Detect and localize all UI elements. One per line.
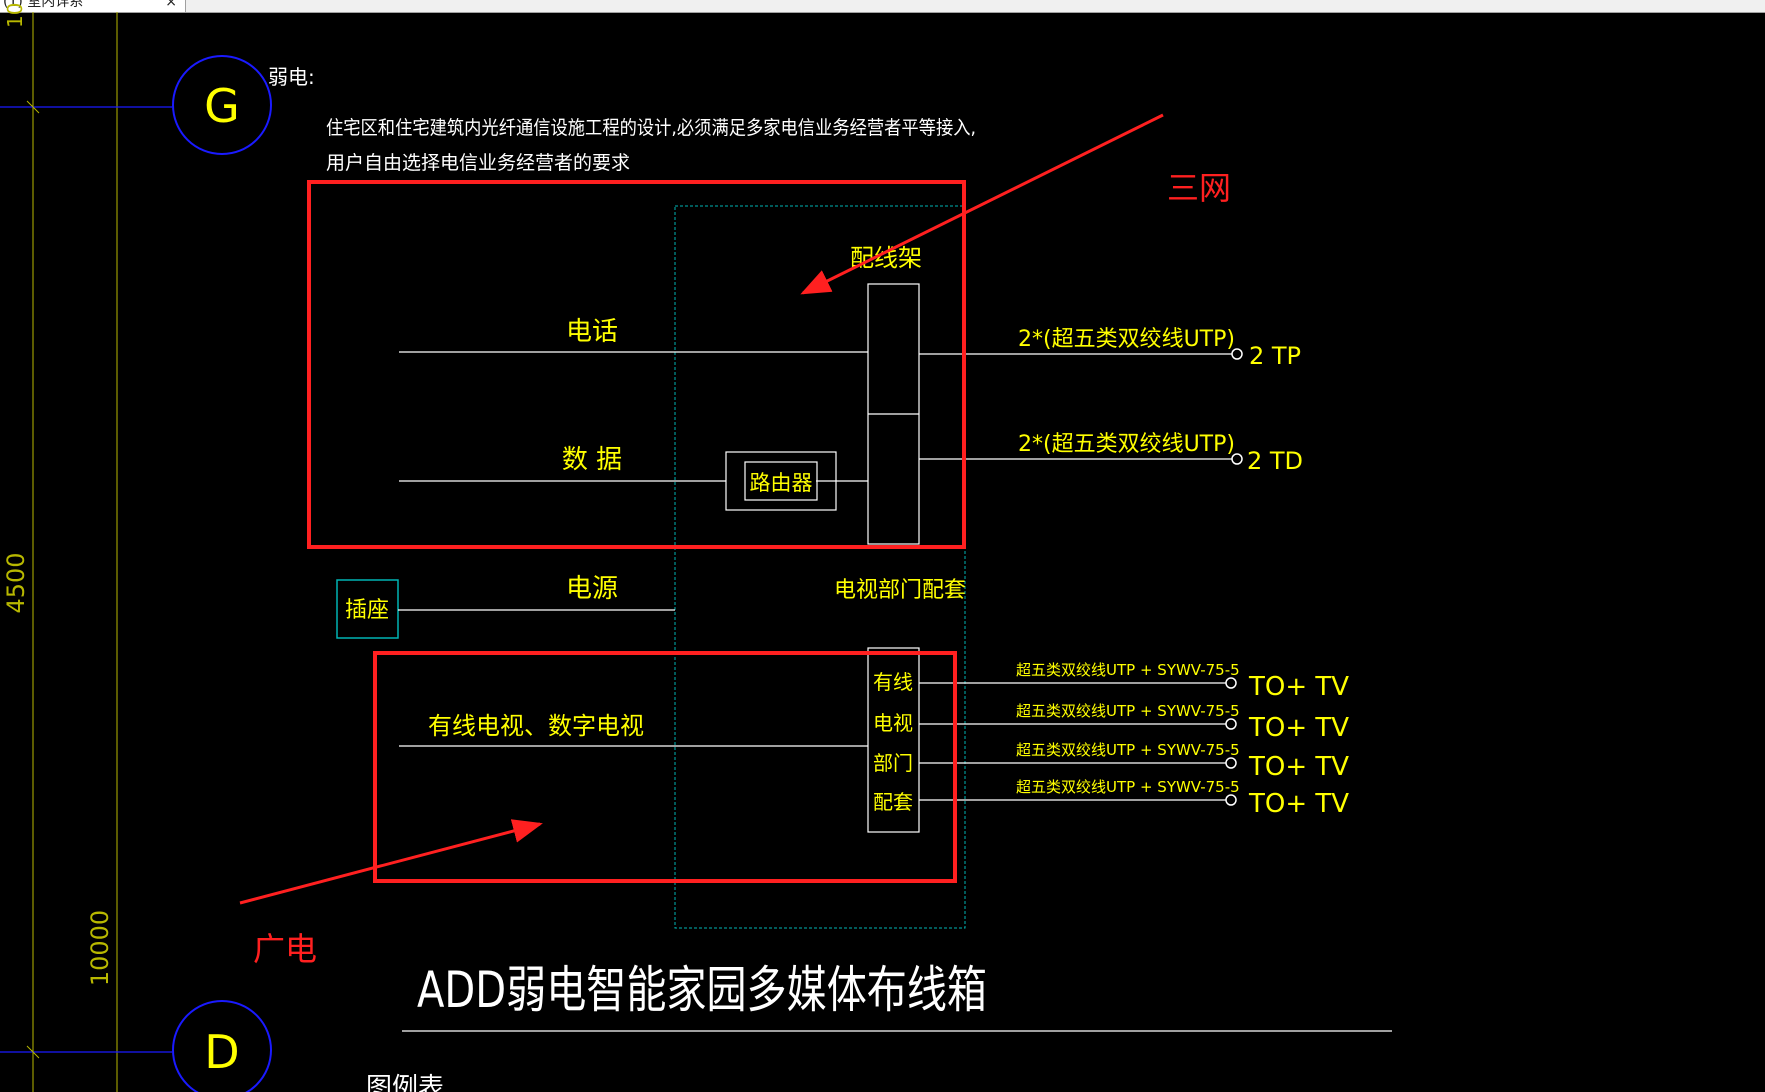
catv-box[interactable]	[867, 647, 920, 833]
catv-label: 有线电视、数字电视	[428, 712, 644, 740]
grid-bubble-g-label: G	[204, 79, 240, 133]
outlet-tp-symbol[interactable]	[1231, 348, 1243, 360]
outlet-tp-label: 2 TP	[1249, 342, 1301, 370]
three-networks-label: 三网	[1167, 169, 1231, 207]
data-label: 数 据	[562, 445, 622, 475]
three-networks-arrow	[800, 113, 1164, 295]
patch-panel-label: 配线架	[850, 244, 922, 272]
tv-output-3: 超五类双绞线UTP + SYWV-75-5 TO+ TV	[919, 741, 1349, 782]
legend-heading-partial: 图例表	[366, 1073, 444, 1092]
utp-cable-label-1: 2*(超五类双绞线UTP)	[1018, 327, 1235, 352]
catv-box-char-1: 有线	[873, 670, 913, 694]
tv-output-1: 超五类双绞线UTP + SYWV-75-5 TO+ TV	[919, 661, 1349, 702]
tv-outlet-label-2: TO+ TV	[1248, 713, 1349, 743]
broadcast-highlight	[373, 651, 957, 883]
phone-label: 电话	[566, 317, 618, 347]
tv-outlet-label-1: TO+ TV	[1248, 672, 1349, 702]
broadcast-arrow	[239, 819, 543, 905]
tv-output-2: 超五类双绞线UTP + SYWV-75-5 TO+ TV	[919, 702, 1349, 743]
outlet-td-label: 2 TD	[1247, 447, 1303, 475]
tv-outlet-symbol-1[interactable]	[1225, 677, 1237, 689]
tab-close-icon[interactable]: ×	[165, 0, 177, 10]
tab-strip: (1) 室内详系 ×	[0, 0, 1765, 13]
drawing-tab-label: (1) 室内详系	[3, 0, 84, 10]
tv-cable-label-4: 超五类双绞线UTP + SYWV-75-5	[1016, 778, 1240, 796]
grid-bubble-g[interactable]	[172, 55, 272, 155]
tv-cable-label-1: 超五类双绞线UTP + SYWV-75-5	[1016, 661, 1240, 679]
grid-bubble-d-label: D	[204, 1025, 239, 1079]
notes-line-2: 用户自由选择电信业务经营者的要求	[326, 152, 630, 174]
enclosure-outline	[674, 205, 966, 929]
notes-heading: 弱电:	[268, 65, 315, 89]
tv-outlet-symbol-4[interactable]	[1225, 794, 1237, 806]
socket-box[interactable]	[336, 579, 399, 639]
tv-outlet-symbol-2[interactable]	[1225, 718, 1237, 730]
tv-cable-label-3: 超五类双绞线UTP + SYWV-75-5	[1016, 741, 1240, 759]
dim-top-value: 10	[3, 3, 27, 28]
power-label: 电源	[566, 574, 618, 604]
notes-line-1: 住宅区和住宅建筑内光纤通信设施工程的设计,必须满足多家电信业务经营者平等接入,	[326, 117, 976, 139]
tv-output-4: 超五类双绞线UTP + SYWV-75-5 TO+ TV	[919, 778, 1349, 819]
catv-box-char-2: 电视	[873, 711, 913, 735]
outlet-td-symbol[interactable]	[1231, 453, 1243, 465]
tv-outlet-label-3: TO+ TV	[1248, 752, 1349, 782]
dim-mid-value: 4500	[2, 552, 30, 613]
catv-box-char-4: 配套	[873, 790, 913, 814]
tv-cable-label-2: 超五类双绞线UTP + SYWV-75-5	[1016, 702, 1240, 720]
tv-outlet-symbol-3[interactable]	[1225, 757, 1237, 769]
socket-label: 插座	[345, 598, 389, 623]
utp-cable-label-2: 2*(超五类双绞线UTP)	[1018, 432, 1235, 457]
broadcast-label: 广电	[253, 930, 317, 968]
three-networks-highlight	[307, 180, 966, 549]
tv-outlet-label-4: TO+ TV	[1248, 789, 1349, 819]
dim-tick-d	[26, 1045, 40, 1059]
diagram-title: ADD弱电智能家园多媒体布线箱	[417, 961, 987, 1019]
router-outer-box[interactable]	[725, 451, 837, 511]
drawing-tab[interactable]: (1) 室内详系 ×	[0, 0, 186, 13]
router-label: 路由器	[750, 471, 813, 495]
grid-bubble-d[interactable]	[172, 1000, 272, 1092]
tv-dept-label: 电视部门配套	[834, 578, 966, 603]
router-inner-box	[744, 461, 818, 501]
dim-low-value: 10000	[86, 910, 114, 986]
catv-box-char-3: 部门	[873, 751, 913, 775]
dim-tick-g	[26, 100, 40, 114]
